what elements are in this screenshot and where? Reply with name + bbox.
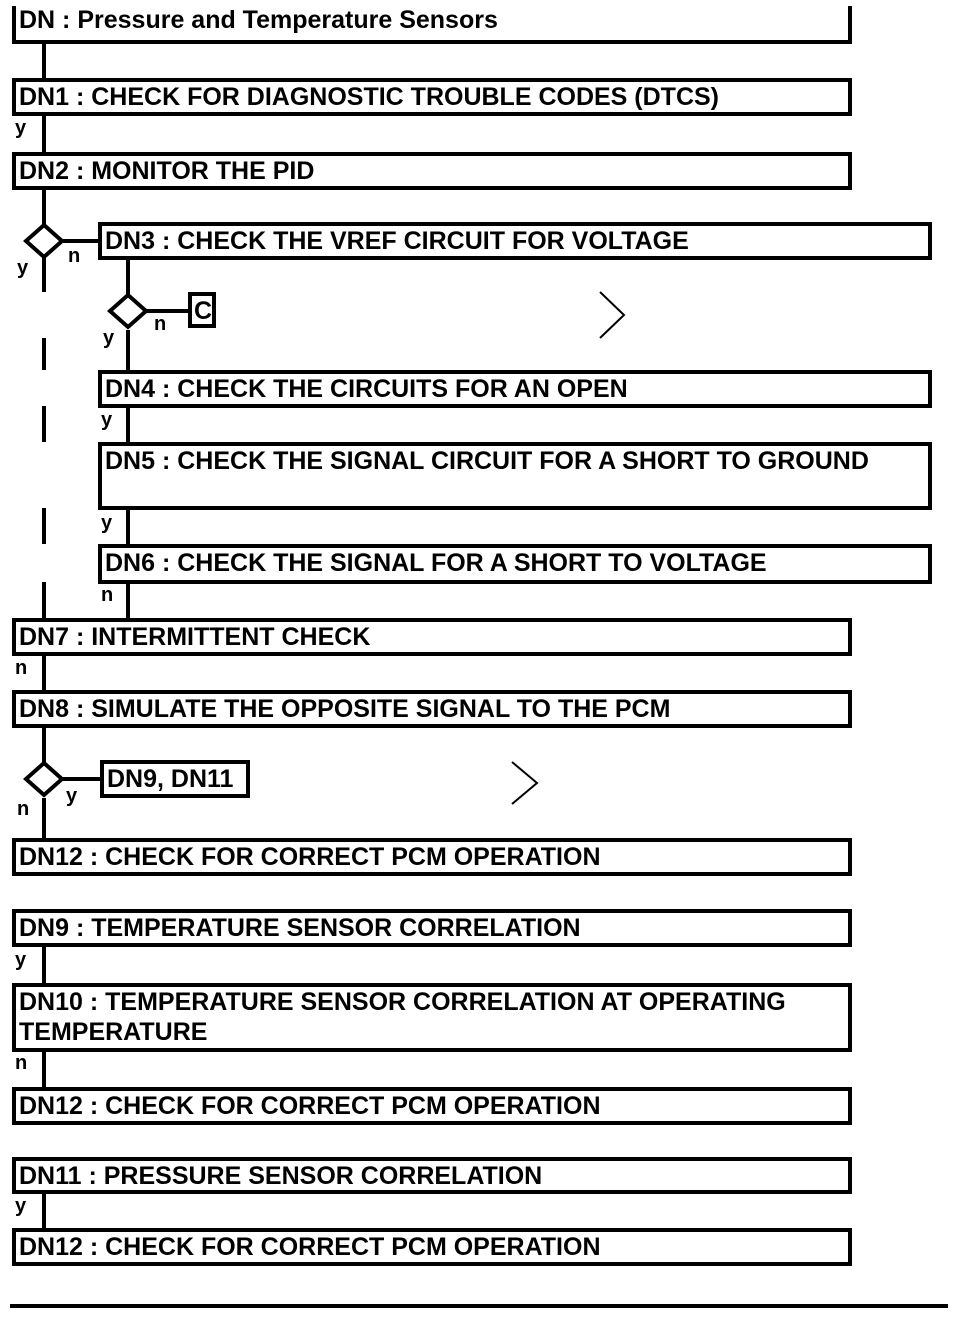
step-dn12-b: DN12 : CHECK FOR CORRECT PCM OPERATION (12, 1087, 852, 1125)
step-dn2: DN2 : MONITOR THE PID (12, 152, 852, 190)
label-no: n (68, 245, 81, 267)
step-dn11: DN11 : PRESSURE SENSOR CORRELATION (12, 1157, 852, 1194)
label-yes: y (15, 117, 27, 139)
step-dn4: DN4 : CHECK THE CIRCUITS FOR AN OPEN (98, 370, 932, 408)
step-dn6: DN6 : CHECK THE SIGNAL FOR A SHORT TO VO… (98, 544, 932, 584)
title-box: DN : Pressure and Temperature Sensors (12, 6, 852, 44)
label-yes: y (101, 409, 113, 431)
step-dn3: DN3 : CHECK THE VREF CIRCUIT FOR VOLTAGE (98, 222, 932, 260)
label-yes: y (15, 1195, 27, 1217)
step-dn9-dn11: DN9, DN11 (100, 760, 250, 798)
step-c: C (188, 292, 216, 328)
step-dn12-a: DN12 : CHECK FOR CORRECT PCM OPERATION (12, 838, 852, 876)
step-dn1: DN1 : CHECK FOR DIAGNOSTIC TROUBLE CODES… (12, 78, 852, 116)
step-dn10: DN10 : TEMPERATURE SENSOR CORRELATION AT… (12, 983, 852, 1052)
label-no: n (101, 584, 114, 606)
label-yes: y (17, 257, 29, 279)
label-no: n (15, 657, 28, 679)
label-yes: y (101, 512, 113, 534)
step-dn7: DN7 : INTERMITTENT CHECK (12, 618, 852, 656)
label-no: n (15, 1052, 28, 1074)
label-yes: y (66, 785, 78, 807)
label-yes: y (103, 327, 115, 349)
step-dn8: DN8 : SIMULATE THE OPPOSITE SIGNAL TO TH… (12, 690, 852, 728)
label-no: n (17, 798, 30, 820)
step-dn9: DN9 : TEMPERATURE SENSOR CORRELATION (12, 909, 852, 947)
step-dn12-c: DN12 : CHECK FOR CORRECT PCM OPERATION (12, 1228, 852, 1266)
step-dn5: DN5 : CHECK THE SIGNAL CIRCUIT FOR A SHO… (98, 442, 932, 510)
label-no: n (154, 313, 167, 335)
label-yes: y (15, 949, 27, 971)
